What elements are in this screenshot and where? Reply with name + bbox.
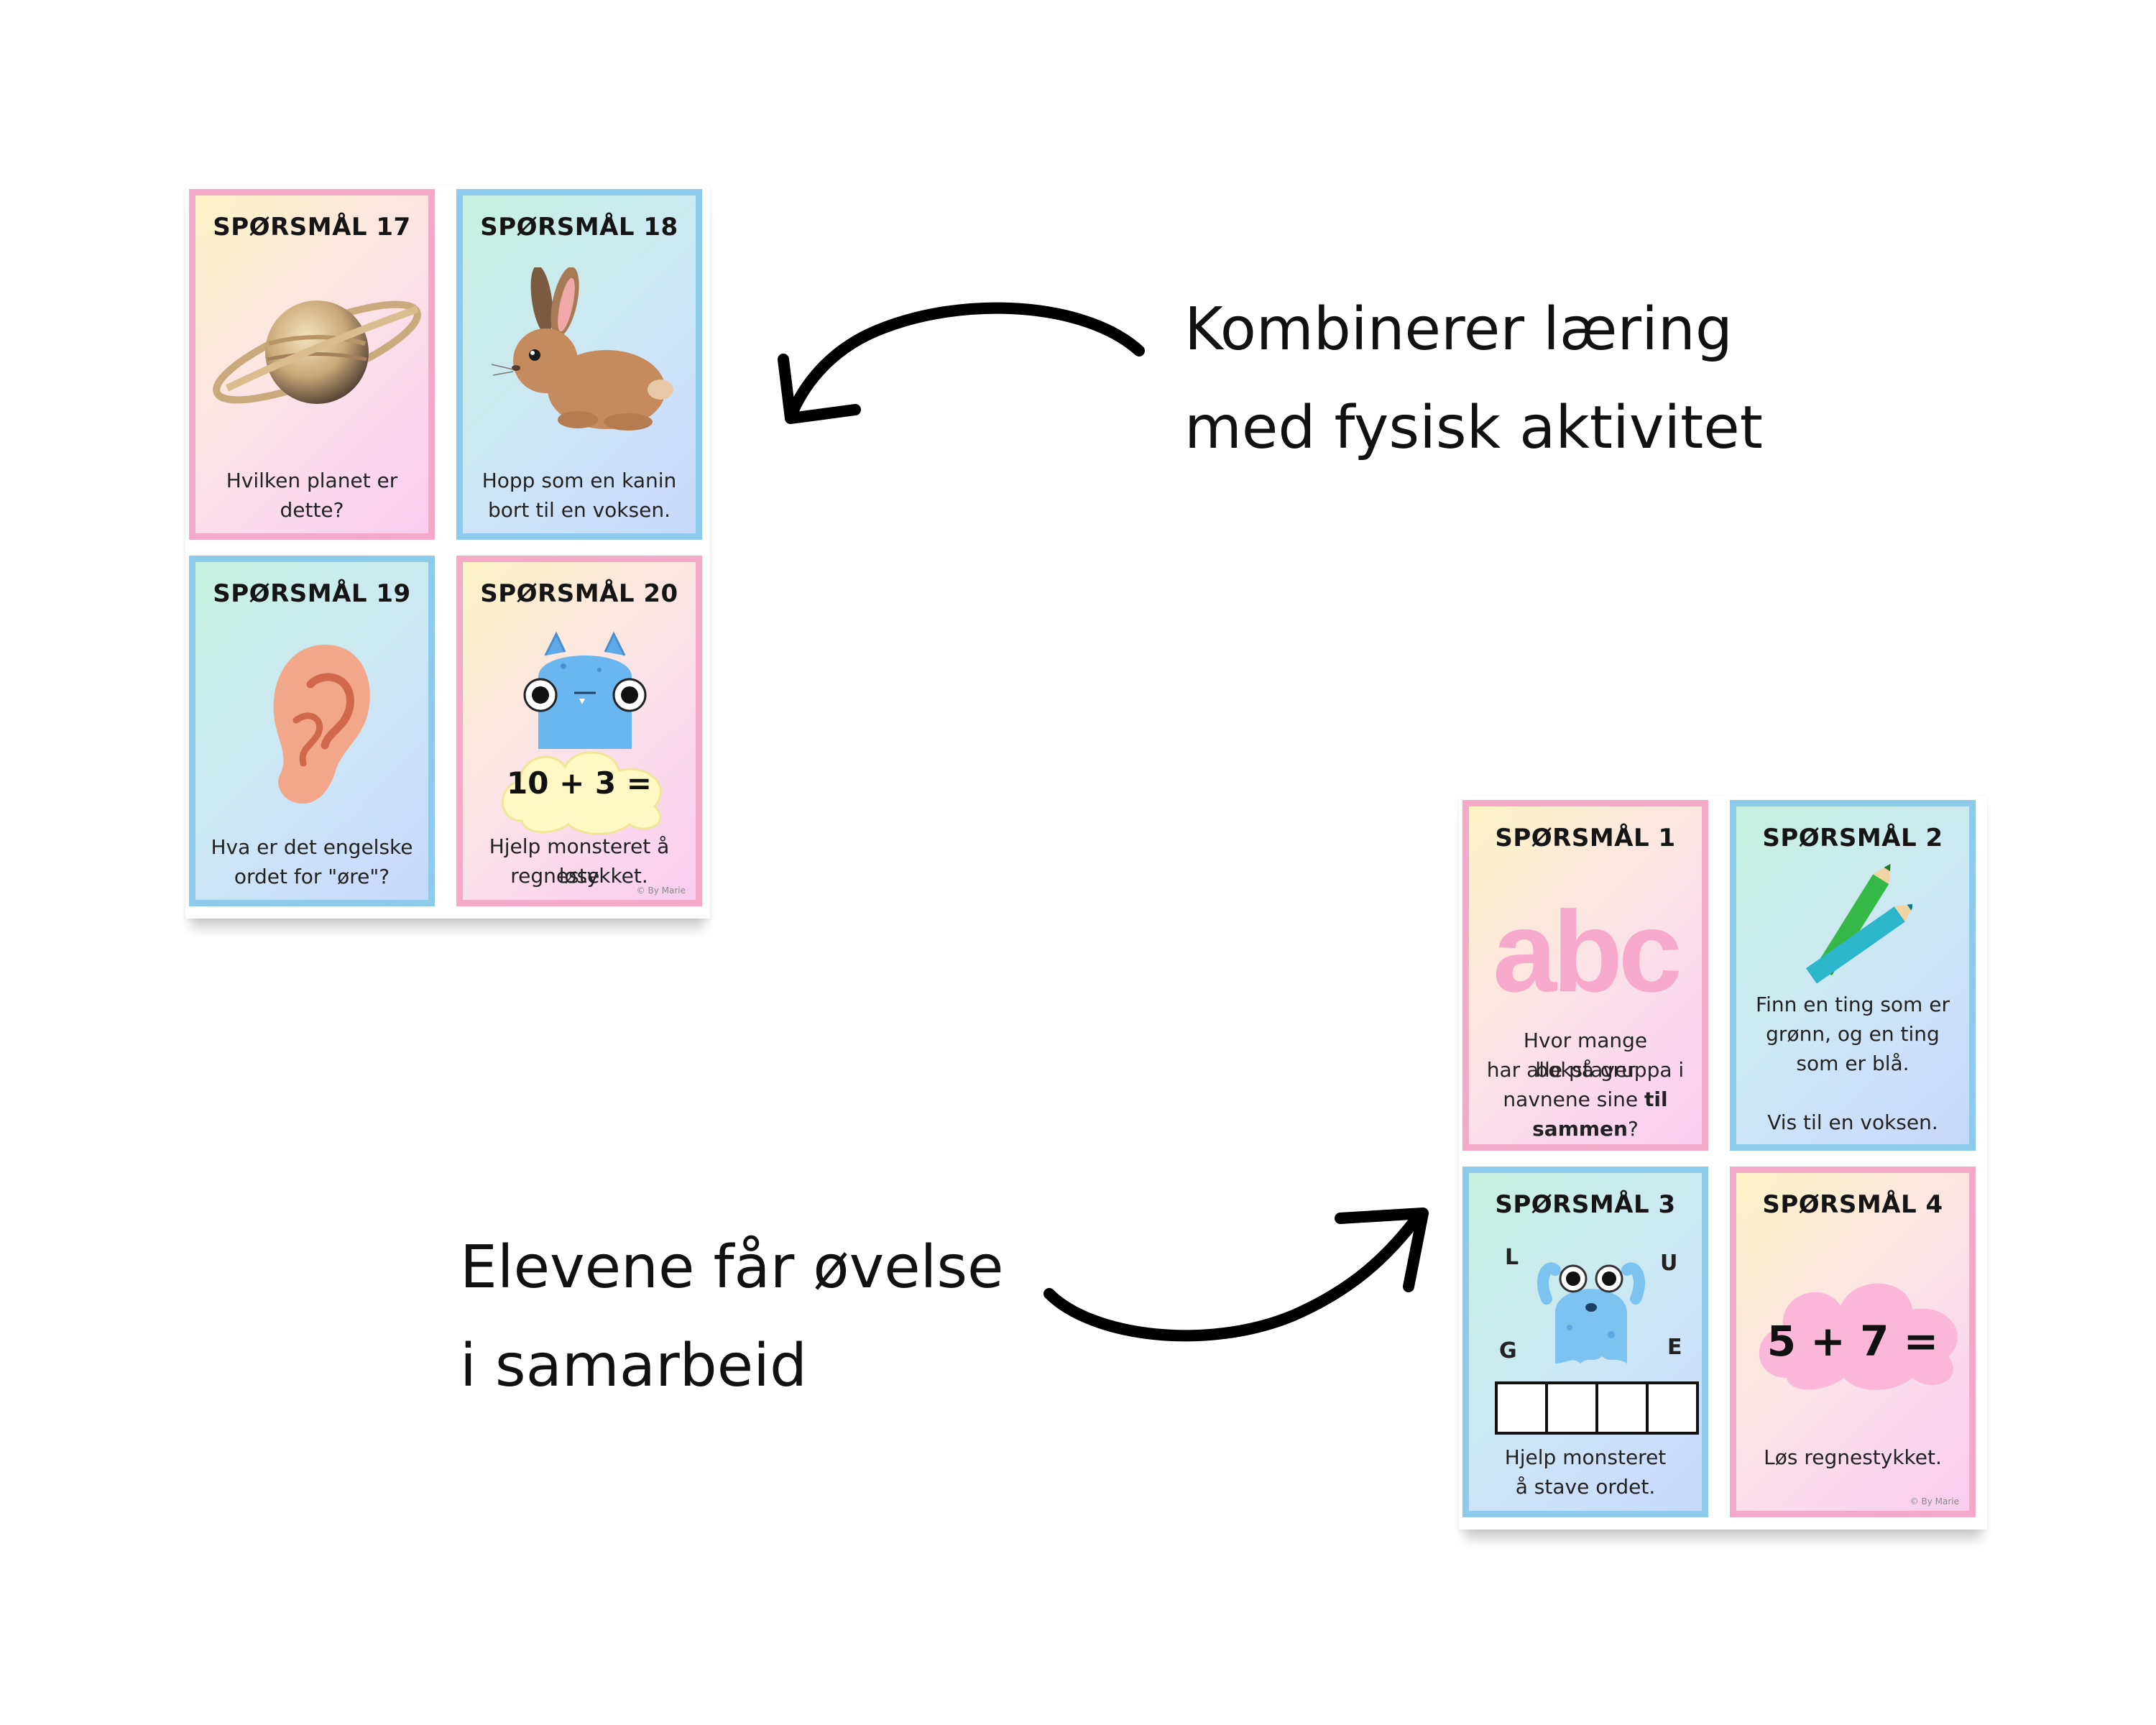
card-text-line1: Hva er det engelske: [211, 835, 413, 859]
caption-line: med fysisk aktivitet: [1184, 394, 1763, 462]
card-text-normal: ?: [1627, 1117, 1639, 1141]
card-text-bold: sammen: [1532, 1117, 1628, 1141]
letter-box: [1646, 1381, 1699, 1435]
card-text-line4: Vis til en voksen.: [1767, 1110, 1938, 1134]
cloud-icon: [1759, 1283, 1958, 1390]
caption-line: Elevene får øvelse: [460, 1233, 1004, 1302]
abc-letters: abc: [1493, 887, 1682, 1016]
question-card-20: SPØRSMÅL 20 10 + 3 = Hjelp monsteret å l…: [456, 556, 702, 906]
card-title: SPØRSMÅL 3: [1495, 1190, 1676, 1219]
scrambled-letter: E: [1667, 1335, 1682, 1360]
math-problem: 5 + 7 =: [1766, 1317, 1939, 1366]
credit-text: © By Marie: [636, 886, 686, 896]
card-text-line2: regnestykket.: [510, 864, 648, 888]
card-text-line1: Hopp som en kanin: [482, 469, 677, 492]
card-text-line1: Hvilken planet er: [226, 469, 398, 492]
card-text-line1: Hvor mange bokstaver: [1523, 1029, 1648, 1082]
math-problem: 10 + 3 =: [507, 765, 652, 801]
scrambled-letter: U: [1660, 1251, 1678, 1276]
letter-box: [1595, 1381, 1649, 1435]
caption-top: Kombinerer læring med fysisk aktivitet: [1184, 280, 1763, 477]
caption-line: Kombinerer læring: [1184, 295, 1733, 364]
card-title: SPØRSMÅL 2: [1762, 824, 1943, 852]
cloud-icon: [502, 751, 662, 835]
card-text-line1: Finn en ting som er: [1756, 993, 1950, 1016]
question-card-2: SPØRSMÅL 2 Finn en ting som er grønn, og…: [1730, 800, 1976, 1151]
scrambled-letter: L: [1505, 1245, 1519, 1270]
card-text-line2: har alle på gruppa i: [1486, 1058, 1685, 1082]
card-text-line2: ordet for "øre"?: [234, 865, 390, 888]
card-text-line2: å stave ordet.: [1515, 1475, 1656, 1499]
monster-icon: [523, 631, 647, 749]
card-title: SPØRSMÅL 19: [213, 579, 411, 608]
planet-saturn-icon: [213, 300, 421, 404]
card-text-line3: som er blå.: [1796, 1052, 1909, 1075]
question-card-19: SPØRSMÅL 19 Hva er det engelske ordet fo…: [189, 556, 435, 906]
worksheet-top: SPØRSMÅL 17 Hvilken planet er dette? SPØ…: [185, 185, 710, 919]
credit-text: © By Marie: [1909, 1496, 1959, 1506]
monster-icon: [1537, 1262, 1645, 1363]
spelling-boxes: [1495, 1381, 1699, 1435]
pencils-icon: [1806, 864, 1912, 984]
question-card-1: SPØRSMÅL 1 abc Hvor mange bokstaver har …: [1462, 800, 1708, 1151]
card-text-normal: navnene sine: [1503, 1087, 1644, 1111]
caption-line: i samarbeid: [460, 1332, 807, 1400]
card-text-line3: navnene sine til: [1476, 1085, 1695, 1114]
scrambled-letter: G: [1499, 1338, 1517, 1363]
ear-icon: [273, 645, 370, 804]
rabbit-icon: [492, 267, 673, 431]
card-text-line2: bort til en voksen.: [488, 498, 671, 522]
card-text-line2: dette?: [280, 498, 344, 522]
card-text-bold: til: [1644, 1087, 1668, 1111]
card-text-line4: sammen?: [1476, 1114, 1695, 1144]
caption-bottom: Elevene får øvelse i samarbeid: [460, 1218, 1004, 1415]
card-title: SPØRSMÅL 18: [480, 213, 678, 242]
question-card-4: SPØRSMÅL 4 5 + 7 = Løs regnestykket. © B…: [1730, 1167, 1976, 1517]
question-card-17: SPØRSMÅL 17 Hvilken planet er dette?: [189, 189, 435, 540]
card-text-line1: Hjelp monsteret: [1504, 1445, 1667, 1469]
question-card-3: SPØRSMÅL 3 L U G E Hjelp monsteret å sta…: [1462, 1167, 1708, 1517]
worksheet-bottom: SPØRSMÅL 1 abc Hvor mange bokstaver har …: [1459, 796, 1987, 1530]
letter-box: [1545, 1381, 1598, 1435]
card-text-line1: Løs regnestykket.: [1764, 1445, 1942, 1469]
arrow-left-icon: [778, 302, 1145, 424]
question-card-18: SPØRSMÅL 18 Hopp som en kanin bort til e…: [456, 189, 702, 540]
card-text-line2: grønn, og en ting: [1766, 1022, 1940, 1046]
card-text-line1: Hjelp monsteret å løse: [489, 834, 670, 888]
letter-box: [1495, 1381, 1548, 1435]
card-title: SPØRSMÅL 17: [213, 213, 411, 242]
card-title: SPØRSMÅL 1: [1495, 824, 1676, 852]
arrow-right-icon: [1044, 1208, 1429, 1342]
card-title: SPØRSMÅL 20: [480, 579, 678, 608]
card-title: SPØRSMÅL 4: [1762, 1190, 1943, 1219]
